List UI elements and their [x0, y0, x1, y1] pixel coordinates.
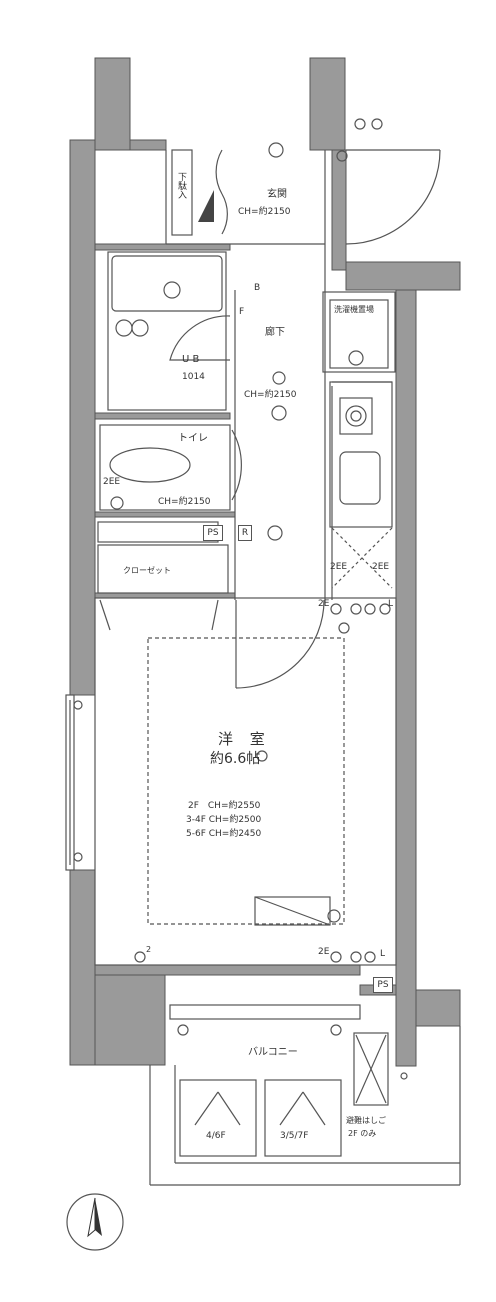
front-door-arc [345, 149, 441, 245]
shoe-box-label: 下駄入 [176, 172, 186, 199]
wall-top-left-ledge [129, 139, 167, 151]
entrance-label: 玄関 [267, 189, 287, 200]
shoe-box [171, 149, 193, 236]
r-badge: R [238, 525, 252, 541]
balcony-label: バルコニー [248, 1047, 298, 1058]
hatch-3-5-7f [264, 1079, 342, 1157]
wall-right-notch [345, 261, 461, 291]
western-room-size: 約6.6帖 [210, 751, 261, 767]
e-symbol-bottom: 2E [318, 947, 330, 957]
f-symbol: F [239, 307, 245, 317]
l2-symbol: 2 [146, 945, 152, 954]
b-symbol: B [254, 283, 261, 293]
closet-shelf [97, 521, 219, 543]
wall-left-upper [69, 139, 96, 696]
closet-label: クローゼット [123, 566, 171, 575]
closet [97, 544, 229, 594]
laundry-space [322, 291, 396, 373]
l-symbol-top: L [388, 599, 394, 609]
ee-symbol-left: 2EE [330, 562, 348, 572]
bathtub [111, 255, 223, 312]
wall-entrance-right [331, 149, 347, 271]
room-height-5-6f: 5-6F CH=約2450 [186, 829, 262, 839]
wall-left-corner [94, 974, 166, 1066]
hatch-label-3-5-7f: 3/5/7F [280, 1131, 309, 1141]
door-arc-entrance-top [215, 149, 223, 195]
western-room-area [94, 597, 397, 966]
wall-bath-top [94, 243, 231, 251]
light-closet [267, 525, 283, 541]
door-arc-entrance-bottom [221, 193, 228, 235]
bath-label: U B [182, 354, 200, 365]
entrance-ceiling: CH=約2150 [238, 207, 291, 217]
wall-toilet-bottom [94, 511, 236, 518]
hallway-ceiling: CH=約2150 [244, 390, 297, 400]
western-room-carpet [147, 637, 345, 925]
north-arrow-icon [66, 1193, 124, 1251]
bath-size: 1014 [182, 372, 205, 382]
door-arc-bath [169, 315, 231, 361]
escape-ladder-floors: 2F のみ [348, 1129, 377, 1138]
room-height-3-4f: 3-4F CH=約2500 [186, 815, 262, 825]
western-room-label: 洋 室 [218, 730, 271, 748]
wall-closet-bottom [94, 592, 236, 599]
bath-room [107, 251, 227, 411]
laundry-pan [329, 299, 389, 369]
ee-symbol-right: 2EE [372, 562, 390, 572]
l-symbol-bottom: L [380, 949, 386, 959]
balcony-sash [169, 1004, 361, 1020]
room-door-arc [235, 599, 325, 689]
light-hall [272, 371, 286, 385]
e-symbol-top: 2E [318, 599, 330, 609]
stove [339, 397, 373, 435]
wall-right [395, 289, 417, 1067]
hatch-label-4-6f: 4/6F [206, 1131, 226, 1141]
hallway-label: 廊下 [265, 327, 285, 338]
toilet-room [99, 424, 231, 511]
wall-left-lower [69, 869, 96, 1066]
wall-top-left [94, 57, 131, 151]
toilet-label: トイレ [178, 433, 208, 444]
laundry-label: 洗濯機置場 [334, 305, 374, 314]
room-height-2f: 2F CH=約2550 [188, 801, 261, 811]
escape-ladder-label: 避難はしご [346, 1116, 386, 1125]
escape-ladder [353, 1032, 389, 1106]
door-arc-toilet [231, 429, 242, 501]
wall-bath-bottom [94, 412, 231, 420]
wall-top-right [309, 57, 346, 151]
shoe-box-icon [198, 190, 214, 222]
kitchen-counter [329, 381, 393, 528]
light-entrance [268, 142, 284, 158]
pipe-space-balcony-badge: PS [373, 977, 393, 993]
wall-right-ledge [415, 989, 461, 1027]
sink [339, 451, 381, 505]
ee-symbol-toilet: 2EE [103, 477, 121, 487]
pipe-space-badge: PS [203, 525, 223, 541]
wall-room-bottom [94, 964, 361, 976]
hatch-4-6f [179, 1079, 257, 1157]
toilet-ceiling: CH=約2150 [158, 497, 211, 507]
toilet-bowl [109, 447, 191, 483]
